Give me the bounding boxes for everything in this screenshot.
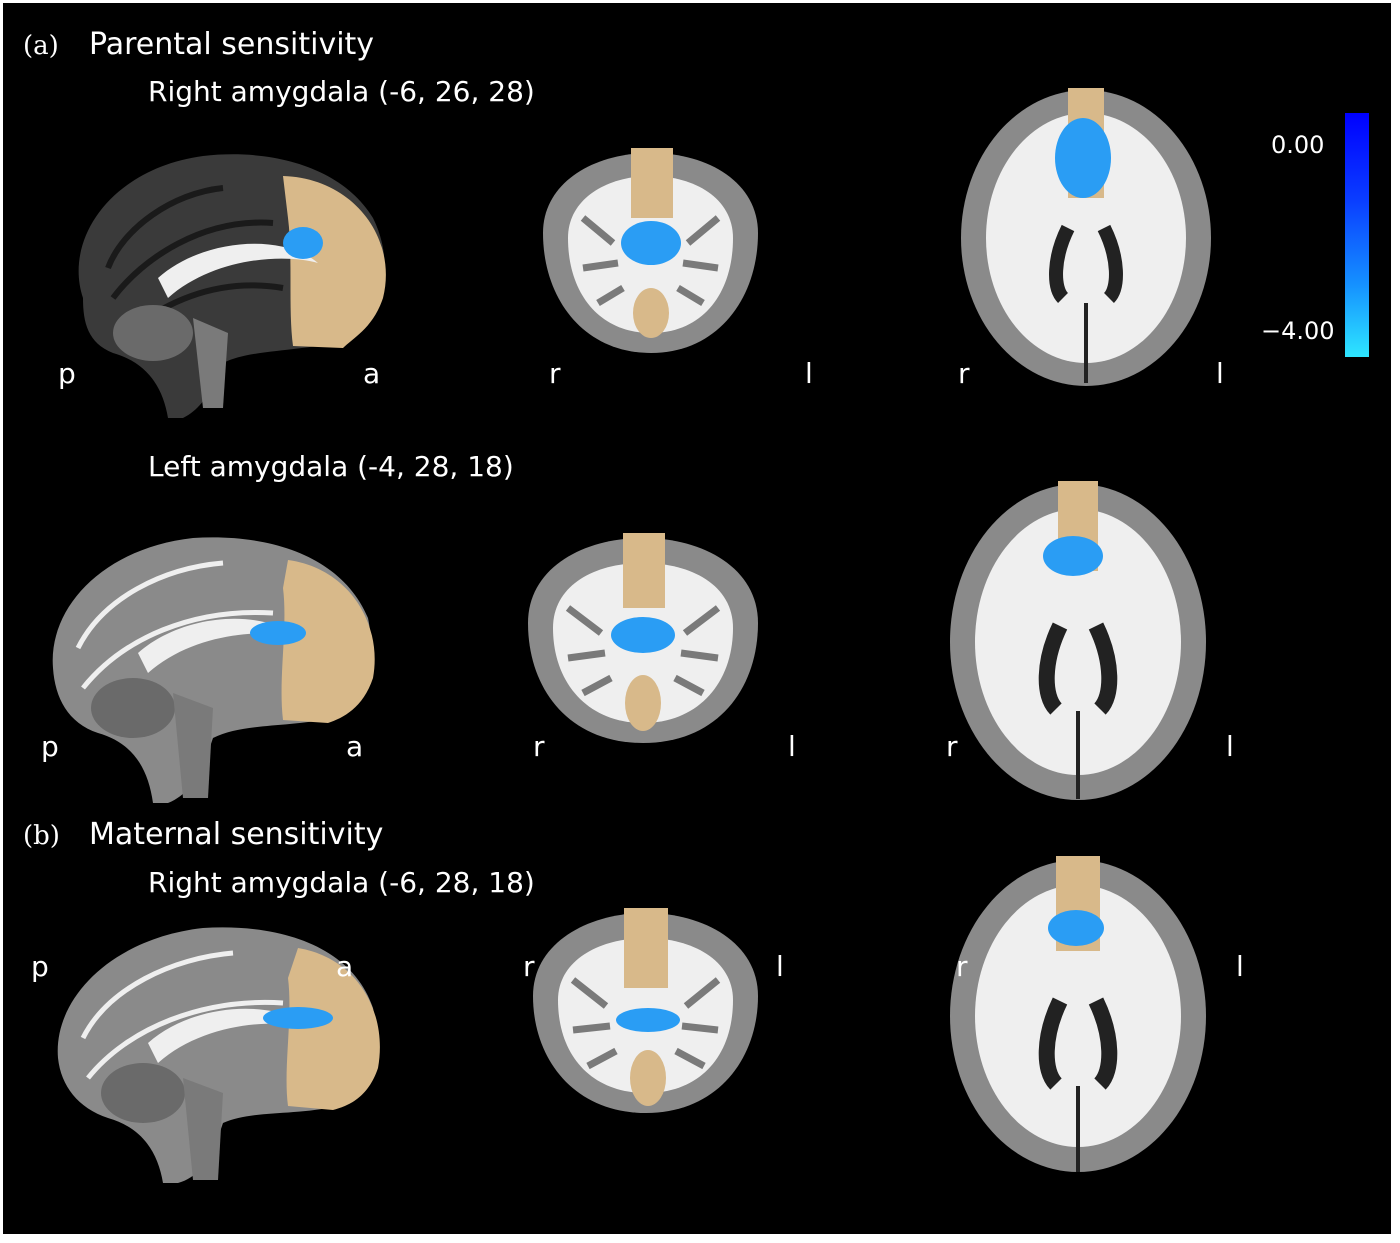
panel-b-letter: (b)	[23, 821, 60, 851]
coronal-slice-row2	[528, 533, 758, 743]
row1-axial-label-right: l	[1216, 357, 1224, 390]
sagittal-slice-row1	[78, 154, 386, 418]
panel-a-letter: (a)	[23, 31, 59, 61]
row3-sagittal-label-left: p	[31, 950, 49, 983]
coronal-slice-row3	[533, 908, 758, 1113]
axial-slice-row2	[950, 481, 1206, 800]
row2-coronal-label-right: l	[788, 730, 796, 763]
panel-a-title: Parental sensitivity	[89, 27, 375, 62]
row2-coronal-label-left: r	[533, 730, 545, 763]
row1-sagittal-label-left: p	[58, 357, 76, 390]
axial-slice-row1	[961, 88, 1211, 386]
row1-subtitle: Right amygdala (-6, 26, 28)	[148, 75, 535, 108]
sagittal-slice-row2	[52, 537, 375, 803]
row3-axial-label-left: r	[956, 950, 968, 983]
row2-sagittal-label-right: a	[346, 730, 364, 763]
row1-coronal-label-right: l	[805, 357, 813, 390]
row3-coronal-label-right: l	[776, 950, 784, 983]
colorbar-max-label: 0.00	[1271, 131, 1325, 159]
row1-axial-label-left: r	[958, 357, 970, 390]
row3-axial-label-right: l	[1236, 950, 1244, 983]
row1-sagittal-label-right: a	[363, 357, 381, 390]
panel-b-title: Maternal sensitivity	[89, 817, 384, 852]
row3-subtitle: Right amygdala (-6, 28, 18)	[148, 866, 535, 899]
row2-axial-label-right: l	[1226, 730, 1234, 763]
row3-sagittal-label-right: a	[336, 950, 354, 983]
row1-coronal-label-left: r	[549, 357, 561, 390]
row2-sagittal-label-left: p	[41, 730, 59, 763]
sagittal-slice-row3	[57, 927, 380, 1183]
colorbar-min-label: −4.00	[1261, 317, 1335, 345]
coronal-slice-row1	[543, 148, 758, 353]
row2-subtitle: Left amygdala (-4, 28, 18)	[148, 450, 514, 483]
colorbar	[1345, 113, 1369, 357]
row3-coronal-label-left: r	[523, 950, 535, 983]
axial-slice-row3	[950, 856, 1206, 1172]
row2-axial-label-left: r	[946, 730, 958, 763]
